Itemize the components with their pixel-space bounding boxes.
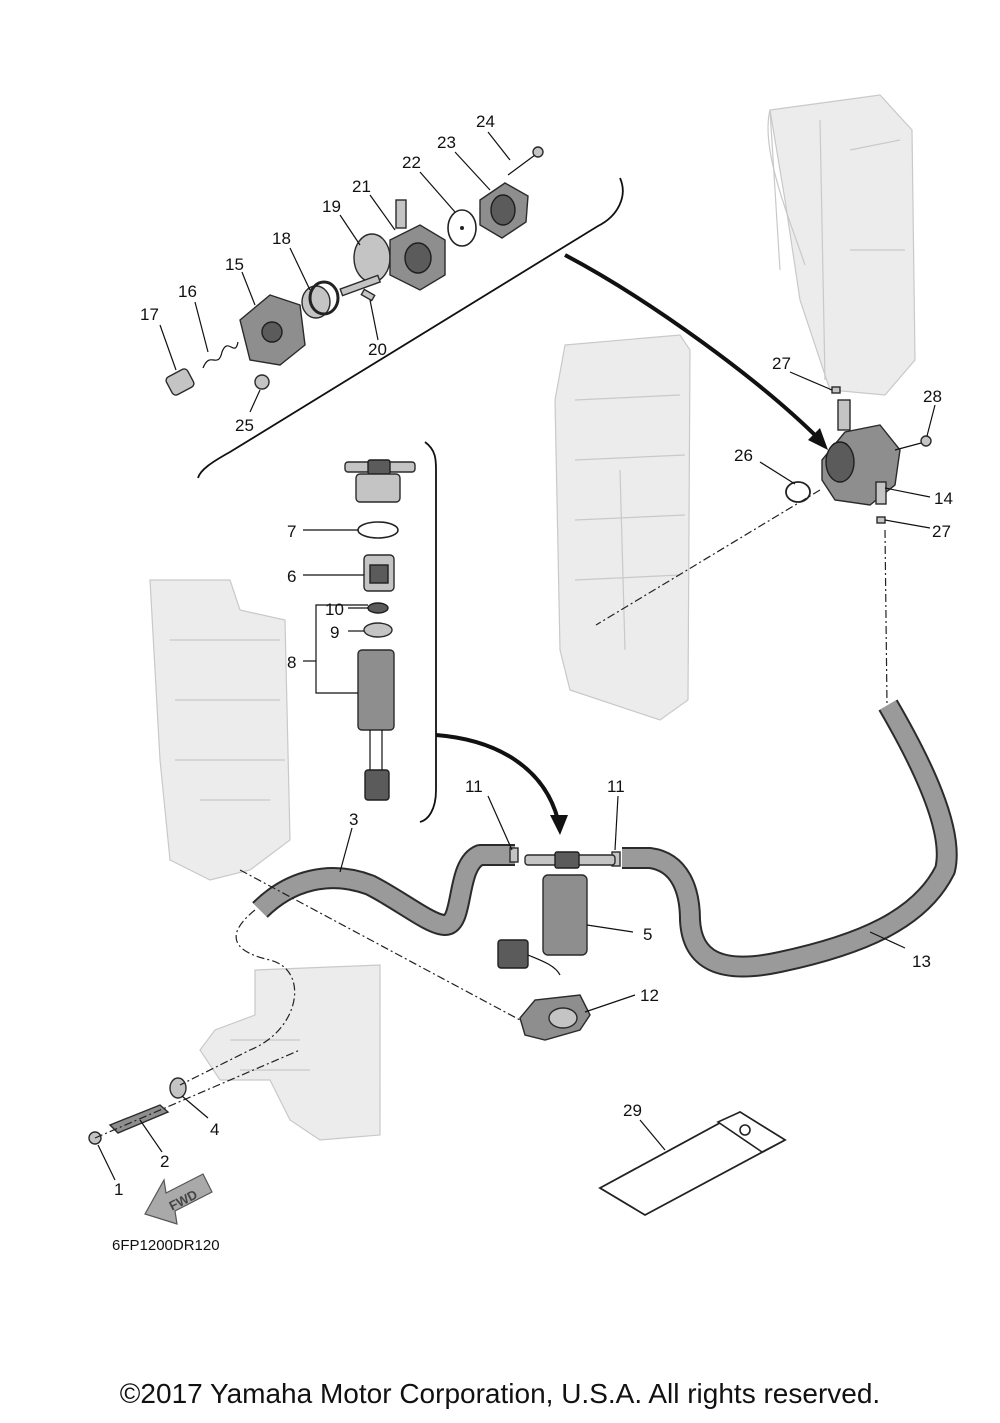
- part-7-o-ring: [357, 521, 399, 539]
- part-5-fuel-filter: [497, 851, 616, 976]
- callout-9: 9: [330, 623, 339, 642]
- part-19-diaphragm: [339, 233, 391, 297]
- part-6-element: [363, 554, 395, 592]
- part-29-bag: [598, 1110, 787, 1217]
- callout-20: 20: [368, 340, 387, 359]
- copyright-footer: ©2017 Yamaha Motor Corporation, U.S.A. A…: [119, 1378, 881, 1409]
- callout-18: 18: [272, 229, 291, 248]
- callout-11-right: 11: [607, 777, 625, 796]
- centerline-hose-3: [179, 909, 296, 1086]
- callout-6: 6: [287, 567, 296, 586]
- centerline-fitting: [94, 1049, 301, 1139]
- callout-27-lower: 27: [932, 522, 951, 541]
- part-18-spring: [301, 280, 340, 319]
- centerline-hose-13: [884, 529, 888, 706]
- part-23-gasket-cover: [479, 182, 529, 239]
- callout-23: 23: [437, 133, 456, 152]
- pump-inset-arrowhead: [808, 428, 828, 450]
- diagram-code: 6FP1200DR120: [112, 1237, 220, 1254]
- filter-inset-arrowhead: [550, 815, 568, 835]
- callout-24: 24: [476, 112, 495, 131]
- callout-27-upper: 27: [772, 354, 791, 373]
- part-25-nut: [254, 374, 270, 390]
- callout-1: 1: [114, 1180, 123, 1199]
- pump-inset-arrow: [564, 253, 822, 442]
- callout-15: 15: [225, 255, 244, 274]
- callout-labels: 1 2 3 4 5 6 7 8 9 10 11 11 12 13 14 15 1…: [114, 112, 953, 1199]
- callout-21: 21: [352, 177, 371, 196]
- part-4-seal: [169, 1077, 187, 1099]
- callout-29: 29: [623, 1101, 642, 1120]
- leader-lines: [97, 131, 936, 1181]
- part-21-pump-body: [389, 199, 446, 291]
- part-20-pin: [360, 288, 376, 302]
- part-16-spring: [202, 341, 239, 369]
- callout-25: 25: [235, 416, 254, 435]
- part-8-bowl-sensor: [357, 649, 395, 801]
- ghost-engine-block-center: [554, 334, 691, 721]
- callout-11-left: 11: [465, 777, 483, 796]
- hose-3: [252, 844, 515, 936]
- part-12-bracket: [519, 994, 591, 1041]
- part-27-clip-upper: [831, 386, 841, 394]
- part-28-bolt: [894, 435, 932, 451]
- pump-inset-frame: [197, 177, 624, 479]
- part-10-washer: [367, 602, 389, 614]
- part-14-fuel-pump: [821, 399, 901, 506]
- callout-12: 12: [640, 986, 659, 1005]
- part-15-pump-cover: [239, 294, 306, 366]
- part-24-screw: [507, 146, 544, 176]
- part-27-clip-lower: [876, 516, 886, 524]
- callout-2: 2: [160, 1152, 169, 1171]
- callout-28: 28: [923, 387, 942, 406]
- filter-top-head: [344, 459, 416, 503]
- part-26-o-ring: [785, 481, 811, 503]
- filter-inset-frame: [419, 441, 437, 823]
- centerline-bracket: [239, 869, 521, 1021]
- callout-19: 19: [322, 197, 341, 216]
- fwd-arrow: FWD: [144, 1173, 213, 1225]
- callout-17: 17: [140, 305, 159, 324]
- callout-8: 8: [287, 653, 296, 672]
- callout-7: 7: [287, 522, 296, 541]
- part-2-fitting: [108, 1104, 170, 1134]
- callout-13: 13: [912, 952, 931, 971]
- callout-14: 14: [934, 489, 953, 508]
- hose-13: [622, 699, 958, 978]
- callout-5: 5: [643, 925, 652, 944]
- callout-3: 3: [349, 810, 358, 829]
- ghost-engine-block-left: [149, 579, 291, 881]
- part-9-float: [363, 622, 393, 638]
- callout-10: 10: [325, 600, 344, 619]
- centerline-pump-inlet: [595, 489, 821, 626]
- part-22-valve-plate: [447, 209, 477, 247]
- callout-26: 26: [734, 446, 753, 465]
- part-17-cap: [165, 368, 195, 396]
- callout-16: 16: [178, 282, 197, 301]
- ghost-lower-unit: [199, 964, 381, 1141]
- callout-4: 4: [210, 1120, 219, 1139]
- callout-22: 22: [402, 153, 421, 172]
- ghost-cylinder-head-right: [767, 94, 916, 396]
- filter-inset-arrow: [435, 733, 560, 821]
